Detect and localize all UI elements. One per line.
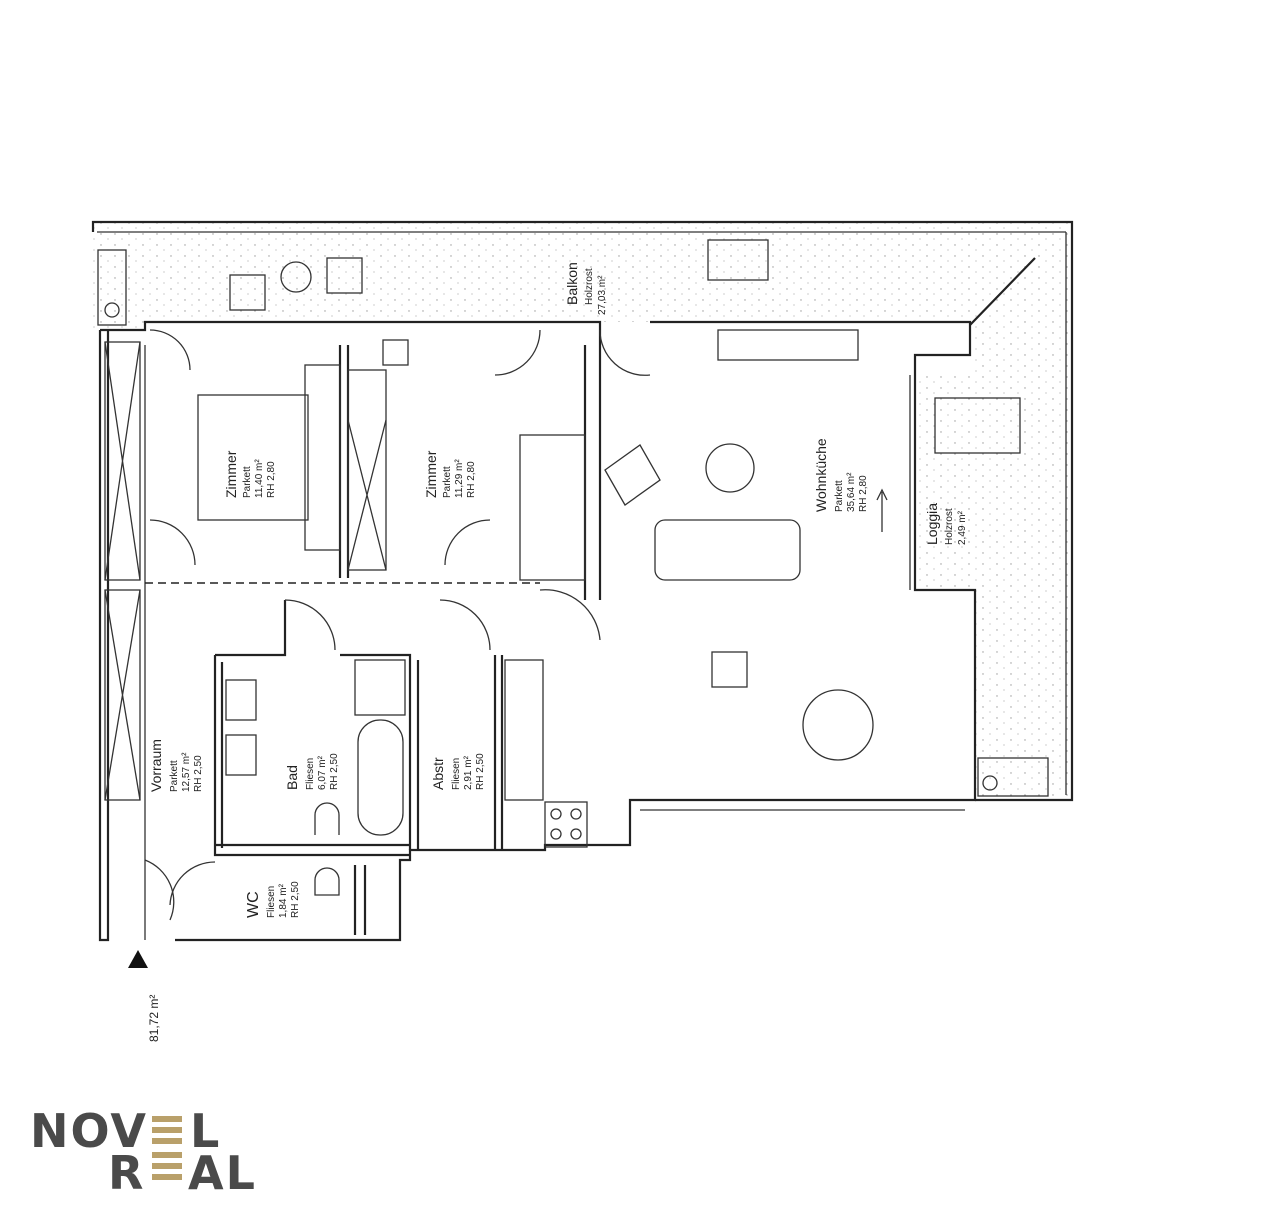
room-area: 6,07 m² (317, 755, 328, 790)
room-floor: Parkett (834, 480, 845, 512)
room-height: RH 2,50 (329, 753, 340, 790)
room-height: RH 2,80 (266, 461, 277, 498)
room-label-loggia: Loggia (924, 503, 940, 545)
entrance-arrow-icon (128, 950, 148, 968)
room-label-balkon: Balkon (564, 262, 580, 305)
room-floor: Parkett (169, 760, 180, 792)
room-height: RH 2,80 (858, 475, 869, 512)
logo-line1: NOV (30, 1104, 148, 1158)
novel-real-logo: NOV L R AL (30, 1104, 257, 1200)
room-label-bad: Bad (284, 765, 300, 790)
room-label-abstr: Abstr (430, 757, 446, 790)
room-area: 2,91 m² (463, 755, 474, 790)
room-area: 12,57 m² (181, 752, 192, 792)
room-area: 35,64 m² (846, 472, 857, 512)
room-height: RH 2,50 (193, 755, 204, 792)
room-floor: Holzrost (944, 508, 955, 545)
room-height: RH 2,80 (466, 461, 477, 498)
room-label-vorraum: Vorraum (148, 739, 164, 792)
room-floor: Fliesen (266, 886, 277, 918)
room-area: 11,40 m² (254, 459, 265, 498)
room-area: 2,49 m² (957, 510, 968, 545)
room-height: RH 2,50 (290, 881, 301, 918)
room-floor: Fliesen (305, 758, 316, 790)
room-area: 11,29 m² (454, 459, 465, 498)
balcony-area (91, 220, 1074, 802)
room-label-zimmer1: Zimmer (223, 450, 239, 498)
room-area: 1,84 m² (278, 883, 289, 918)
walls (98, 239, 1021, 942)
total-area: 81,72 m² (147, 995, 161, 1042)
room-label-wohnkueche: Wohnküche (813, 438, 829, 512)
room-floor: Parkett (442, 466, 453, 498)
room-label-wc: WC (245, 891, 262, 918)
room-floor: Holzrost (584, 268, 595, 305)
room-area: 27,03 m² (597, 275, 608, 315)
room-height: RH 2,50 (475, 753, 486, 790)
room-floor: Fliesen (451, 758, 462, 790)
room-floor: Parkett (242, 466, 253, 498)
room-label-zimmer2: Zimmer (423, 450, 439, 498)
